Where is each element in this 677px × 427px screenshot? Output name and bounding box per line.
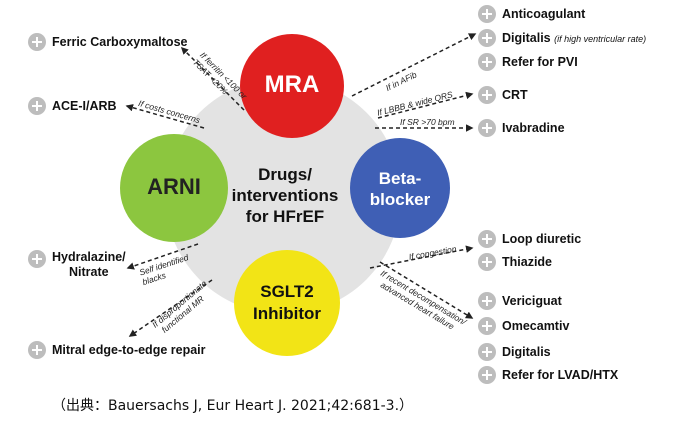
- option-thiazide: Thiazide: [502, 255, 553, 269]
- option-lvad-htx: Refer for LVAD/HTX: [502, 368, 619, 382]
- option-digitalis-advanced: Digitalis: [502, 345, 551, 359]
- option-mitral-repair: Mitral edge-to-edge repair: [52, 343, 206, 357]
- arrow-ferritin: [180, 46, 245, 111]
- option-ferric-carboxymaltose: Ferric Carboxymaltose: [52, 35, 188, 49]
- plus-icon: [28, 33, 46, 51]
- plus-icon: [478, 86, 496, 104]
- option-digitalis-af-label: Digitalis: [502, 31, 551, 45]
- citation: （出典：Bauersachs J, Eur Heart J. 2021;42:6…: [52, 398, 414, 414]
- arni-label: ARNI: [147, 174, 201, 199]
- sglt2-node: [234, 250, 340, 356]
- option-omecamtiv: Omecamtiv: [502, 319, 570, 333]
- option-digitalis-af-note: (if high ventricular rate): [554, 34, 647, 44]
- sglt2-label: SGLT2 Inhibitor: [234, 281, 340, 325]
- beta-blocker-node: [350, 138, 450, 238]
- plus-icon: [478, 5, 496, 23]
- option-pvi: Refer for PVI: [502, 55, 578, 69]
- arrow-costs: [125, 104, 205, 129]
- plus-icon: [478, 317, 496, 335]
- hub-line3: for HFrEF: [245, 207, 325, 226]
- sglt2-line2: Inhibitor: [253, 304, 321, 323]
- hub-label: Drugs/ interventions for HFrEF: [220, 164, 350, 227]
- beta-blocker-line2: blocker: [369, 190, 431, 209]
- beta-blocker-line1: Beta-: [378, 169, 422, 188]
- option-loop-diuretic: Loop diuretic: [502, 232, 582, 246]
- hub-line2: interventions: [231, 186, 339, 205]
- mra-node: [240, 34, 344, 138]
- plus-icon: [478, 343, 496, 361]
- plus-icon: [28, 341, 46, 359]
- plus-icon: [478, 53, 496, 71]
- option-vericiguat: Vericiguat: [502, 294, 562, 308]
- mra-label: MRA: [264, 71, 320, 98]
- arrow-afib: [351, 33, 477, 97]
- cond-sr: If SR >70 bpm: [400, 117, 455, 127]
- option-crt: CRT: [502, 88, 528, 102]
- plus-icon: [478, 230, 496, 248]
- option-digitalis-af: Digitalis (if high ventricular rate): [502, 31, 646, 47]
- beta-blocker-label: Beta- blocker: [350, 168, 450, 210]
- plus-icon: [478, 366, 496, 384]
- plus-icon: [28, 250, 46, 268]
- option-ivabradine: Ivabradine: [502, 121, 565, 135]
- option-hydralazine-line1: Hydralazine/: [52, 250, 126, 264]
- arni-node: [120, 134, 228, 242]
- plus-icon: [478, 292, 496, 310]
- plus-icon: [28, 97, 46, 115]
- arrow-blacks: [126, 243, 199, 270]
- option-anticoagulant: Anticoagulant: [502, 7, 586, 21]
- arrow-lbbb: [377, 91, 474, 119]
- arrow-mr: [128, 279, 213, 337]
- arrow-congestion: [369, 245, 474, 269]
- plus-icon: [478, 253, 496, 271]
- plus-icon: [478, 29, 496, 47]
- option-hydralazine: Hydralazine/ Nitrate: [52, 250, 126, 280]
- arrow-decompensation: [379, 261, 474, 319]
- hub-circle: [165, 78, 401, 314]
- option-hydralazine-line2: Nitrate: [69, 265, 109, 279]
- option-acei-arb: ACE-I/ARB: [52, 99, 117, 113]
- hub-line1: Drugs/: [258, 165, 312, 184]
- plus-icon: [478, 119, 496, 137]
- sglt2-line1: SGLT2: [260, 282, 314, 301]
